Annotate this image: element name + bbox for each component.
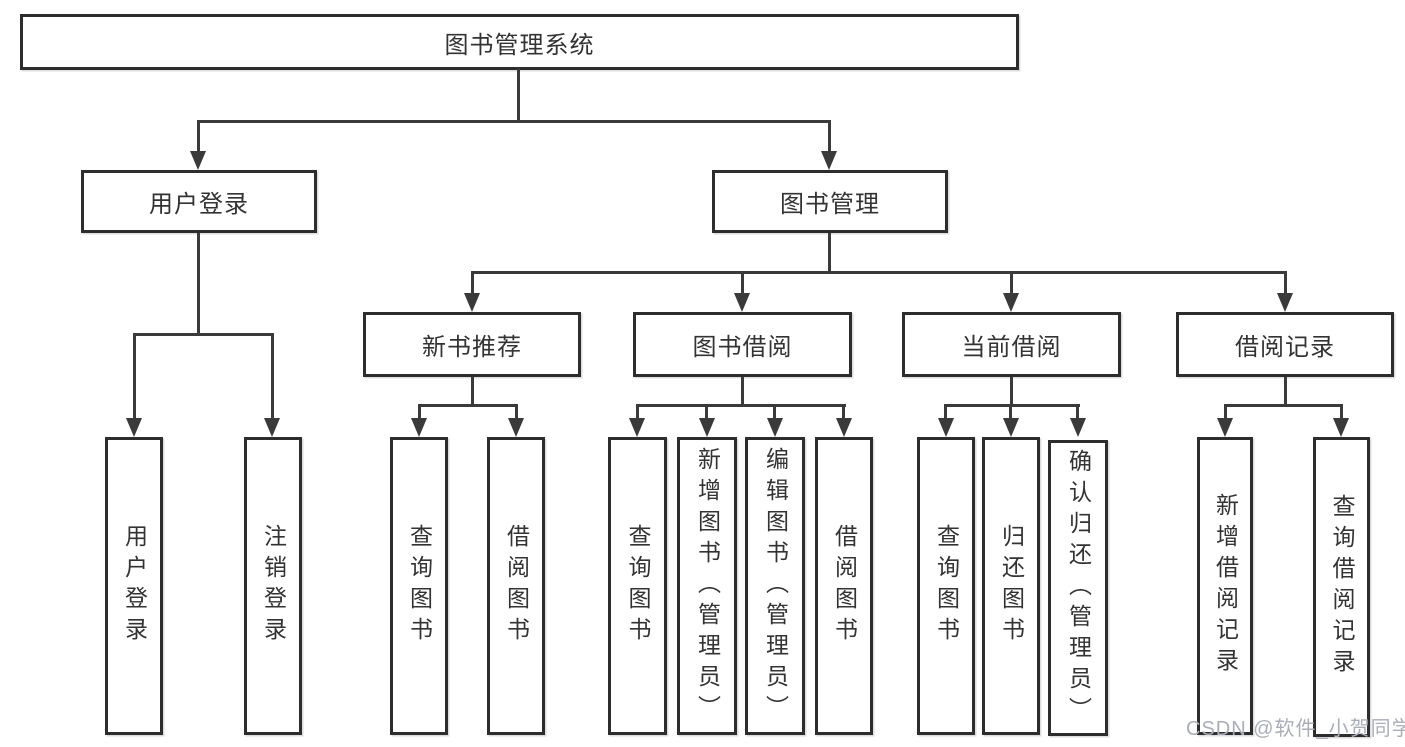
connector-line <box>418 404 421 421</box>
node-book-management-label: 图书管理 <box>780 191 880 218</box>
node-current-borrow: 当前借阅 <box>902 312 1121 377</box>
node-current-borrow-label: 当前借阅 <box>961 334 1062 361</box>
leaf-br-add-record-label: 新增借阅记录 <box>1212 493 1239 679</box>
connector-line <box>133 333 136 423</box>
node-root: 图书管理系统 <box>20 14 1019 70</box>
connector-line <box>133 333 274 336</box>
leaf-logout-label: 注销登录 <box>260 524 287 648</box>
connector-line <box>197 233 200 336</box>
node-new-book-recommend-label: 新书推荐 <box>422 334 522 361</box>
connector-line <box>1224 404 1227 421</box>
arrow-down-icon <box>1070 418 1086 437</box>
arrow-down-icon <box>508 418 524 437</box>
connector-line <box>515 404 518 421</box>
arrow-down-icon <box>1333 418 1349 437</box>
connector-line <box>636 404 846 407</box>
arrow-down-icon <box>836 418 852 437</box>
arrow-down-icon <box>629 418 645 437</box>
connector-line <box>197 120 200 156</box>
connector-line <box>271 333 274 423</box>
connector-line <box>944 404 1080 407</box>
connector-line <box>944 404 947 421</box>
leaf-logout: 注销登录 <box>244 437 302 735</box>
csdn-watermark: CSDN @软件_小贺同学 <box>1186 718 1405 740</box>
arrow-down-icon <box>767 418 783 437</box>
arrow-down-icon <box>1217 418 1233 437</box>
leaf-nb-borrow-books: 借阅图书 <box>487 437 545 735</box>
leaf-cb-return-books-label: 归还图书 <box>998 524 1025 648</box>
node-book-borrow: 图书借阅 <box>633 312 852 377</box>
leaf-cb-query-books-label: 查询图书 <box>933 524 960 648</box>
arrow-down-icon <box>821 151 837 170</box>
leaf-bb-borrow-books: 借阅图书 <box>815 437 873 735</box>
leaf-br-query-record-label: 查询借阅记录 <box>1329 494 1355 680</box>
node-book-management: 图书管理 <box>712 170 948 233</box>
leaf-cb-confirm-return-admin-label: 确认归还（管理员） <box>1065 448 1092 728</box>
leaf-cb-query-books: 查询图书 <box>917 437 975 735</box>
leaf-bb-query-books: 查询图书 <box>608 437 667 735</box>
node-user-login-label: 用户登录 <box>149 191 249 218</box>
connector-line <box>1224 404 1343 407</box>
node-user-login: 用户登录 <box>81 170 317 233</box>
connector-line <box>471 271 1287 274</box>
connector-line <box>1076 404 1079 421</box>
connector-line <box>197 120 831 123</box>
connector-line <box>517 68 520 123</box>
leaf-bb-add-books-admin-label: 新增图书（管理员） <box>694 446 721 726</box>
leaf-nb-query-books-label: 查询图书 <box>406 524 433 648</box>
connector-line <box>828 120 831 156</box>
arrow-down-icon <box>734 293 750 312</box>
leaf-nb-borrow-books-label: 借阅图书 <box>503 524 530 648</box>
connector-line <box>741 377 744 407</box>
leaf-bb-edit-books-admin: 编辑图书（管理员） <box>745 437 805 735</box>
connector-line <box>773 404 776 421</box>
connector-line <box>705 404 708 421</box>
node-borrow-records-label: 借阅记录 <box>1235 334 1335 361</box>
leaf-bb-add-books-admin: 新增图书（管理员） <box>677 437 737 735</box>
arrow-down-icon <box>264 418 280 437</box>
connector-line <box>1010 377 1013 407</box>
connector-line <box>471 377 474 407</box>
arrow-down-icon <box>1277 293 1293 312</box>
arrow-down-icon <box>190 151 206 170</box>
leaf-cb-return-books: 归还图书 <box>982 437 1040 735</box>
connector-line <box>1284 271 1287 297</box>
leaf-br-query-record: 查询借阅记录 <box>1313 437 1370 737</box>
leaf-br-add-record: 新增借阅记录 <box>1197 437 1253 735</box>
leaf-bb-query-books-label: 查询图书 <box>625 524 651 648</box>
connector-line <box>741 271 744 297</box>
leaf-user-login: 用户登录 <box>105 437 163 735</box>
arrow-down-icon <box>464 293 480 312</box>
connector-line <box>828 233 831 273</box>
connector-line <box>1009 404 1012 421</box>
arrow-down-icon <box>1003 418 1019 437</box>
connector-line <box>636 404 639 421</box>
connector-line <box>1284 377 1287 407</box>
arrow-down-icon <box>1003 293 1019 312</box>
connector-line <box>1010 271 1013 297</box>
node-new-book-recommend: 新书推荐 <box>363 312 581 377</box>
arrow-down-icon <box>938 418 954 437</box>
arrow-down-icon <box>699 418 715 437</box>
leaf-bb-borrow-books-label: 借阅图书 <box>831 524 858 648</box>
node-book-borrow-label: 图书借阅 <box>692 334 793 361</box>
connector-line <box>1340 404 1343 421</box>
connector-line <box>418 404 518 407</box>
leaf-nb-query-books: 查询图书 <box>390 437 448 735</box>
connector-line <box>842 404 845 421</box>
connector-line <box>471 271 474 297</box>
leaf-bb-edit-books-admin-label: 编辑图书（管理员） <box>762 446 789 726</box>
leaf-user-login-label: 用户登录 <box>121 524 148 648</box>
node-borrow-records: 借阅记录 <box>1176 312 1394 377</box>
arrow-down-icon <box>411 418 427 437</box>
node-root-label: 图书管理系统 <box>444 31 595 59</box>
arrow-down-icon <box>126 418 142 437</box>
leaf-cb-confirm-return-admin: 确认归还（管理员） <box>1048 440 1108 736</box>
